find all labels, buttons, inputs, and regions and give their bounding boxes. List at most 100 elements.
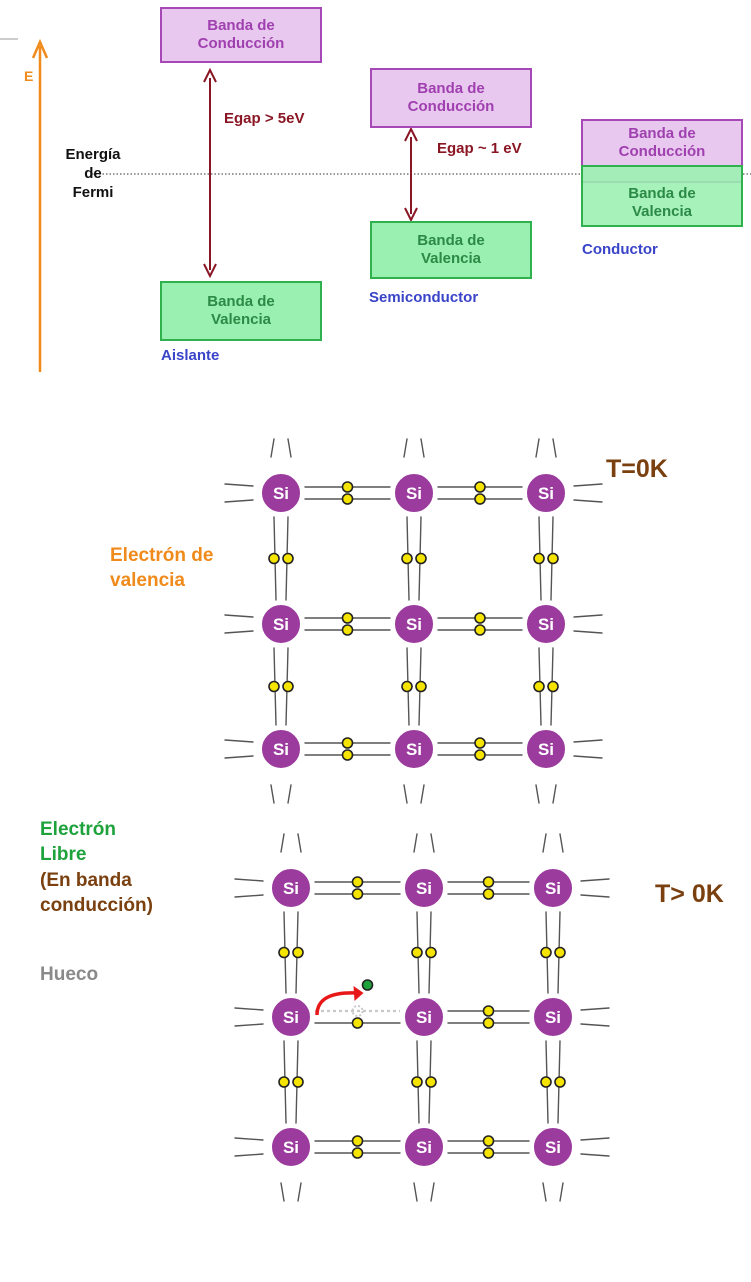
valence-electron [534, 682, 544, 692]
bond-stub [225, 740, 253, 742]
silicon-atom-label: Si [416, 879, 432, 898]
valence-electron [475, 738, 485, 748]
valence-electron [548, 682, 558, 692]
silicon-atom-label: Si [406, 615, 422, 634]
bond-stub [225, 484, 253, 486]
bond-stub [421, 439, 424, 457]
valence-electron [343, 494, 353, 504]
silicon-atom-label: Si [538, 740, 554, 759]
valence-electron [426, 1077, 436, 1087]
valence-electron [353, 1018, 363, 1028]
valence-electron [484, 1006, 494, 1016]
silicon-atom-label: Si [273, 615, 289, 634]
silicon-atom-label: Si [416, 1008, 432, 1027]
bond-stub [288, 439, 291, 457]
silicon-atom-label: Si [545, 879, 561, 898]
valence-electron [475, 494, 485, 504]
conduction-band-note: (En banda conducción) [40, 868, 153, 918]
bond-stub [581, 1024, 609, 1026]
bond-stub [271, 439, 274, 457]
valence-electron [541, 948, 551, 958]
valence-electron [343, 482, 353, 492]
bond-stub [543, 1183, 546, 1201]
valence-electron [412, 948, 422, 958]
valence-electron [484, 1148, 494, 1158]
valence-electron [343, 625, 353, 635]
valence-electron [416, 682, 426, 692]
bond-stub [581, 895, 609, 897]
bond-stub [536, 439, 539, 457]
bond-stub [581, 879, 609, 881]
silicon-atom-label: Si [538, 484, 554, 503]
bond-stub [581, 1008, 609, 1010]
valence-electron [541, 1077, 551, 1087]
valence-electron [548, 554, 558, 564]
bond-stub [404, 439, 407, 457]
temperature-label-cold: T=0K [606, 455, 668, 484]
silicon-atom-label: Si [406, 484, 422, 503]
hole-annotation: Hueco [40, 962, 98, 987]
bond-stub [581, 1138, 609, 1140]
valence-electron [475, 482, 485, 492]
bond-stub [414, 834, 417, 852]
silicon-atom-label: Si [406, 740, 422, 759]
bond-stub [298, 834, 301, 852]
silicon-atom-label: Si [273, 484, 289, 503]
valence-electron [412, 1077, 422, 1087]
bond-stub [281, 834, 284, 852]
bond-stub [235, 895, 263, 897]
bond-stub [574, 615, 602, 617]
valence-electron [426, 948, 436, 958]
bond-stub [553, 785, 556, 803]
bond-stub [281, 1183, 284, 1201]
bond-stub [414, 1183, 417, 1201]
free-electron [363, 980, 373, 990]
temperature-label-warm: T> 0K [655, 880, 724, 909]
silicon-atom-label: Si [283, 1008, 299, 1027]
valence-electron [279, 1077, 289, 1087]
bond-stub [225, 615, 253, 617]
bond-stub [543, 834, 546, 852]
valence-electron [555, 948, 565, 958]
valence-electron [484, 1136, 494, 1146]
valence-electron [353, 1148, 363, 1158]
valence-electron [402, 682, 412, 692]
bond-stub [421, 785, 424, 803]
bond-stub [225, 631, 253, 633]
valence-electron [402, 554, 412, 564]
valence-electron [293, 948, 303, 958]
bond-stub [235, 1138, 263, 1140]
excitation-arrowhead [354, 986, 364, 1001]
valence-electron [343, 613, 353, 623]
bond-stub [581, 1154, 609, 1156]
bond-stub [235, 879, 263, 881]
bond-stub [574, 756, 602, 758]
valence-electron [484, 889, 494, 899]
bond-stub [404, 785, 407, 803]
valence-electron [293, 1077, 303, 1087]
bond-stub [225, 756, 253, 758]
bond-stub [288, 785, 291, 803]
bond-stub [271, 785, 274, 803]
valence-electron [534, 554, 544, 564]
valence-electron [353, 877, 363, 887]
silicon-atom-label: Si [538, 615, 554, 634]
valence-electron [353, 889, 363, 899]
valence-electron-annotation: Electrón de valencia [110, 543, 213, 593]
silicon-atom-label: Si [545, 1008, 561, 1027]
silicon-atom-label: Si [283, 879, 299, 898]
bond-stub [431, 834, 434, 852]
valence-electron [555, 1077, 565, 1087]
valence-electron [475, 750, 485, 760]
bond-stub [235, 1154, 263, 1156]
valence-electron [353, 1136, 363, 1146]
silicon-atom-label: Si [273, 740, 289, 759]
bond-stub [560, 834, 563, 852]
valence-electron [283, 554, 293, 564]
valence-electron [343, 738, 353, 748]
silicon-atom-label: Si [283, 1138, 299, 1157]
bond-stub [574, 484, 602, 486]
bond-stub [225, 500, 253, 502]
